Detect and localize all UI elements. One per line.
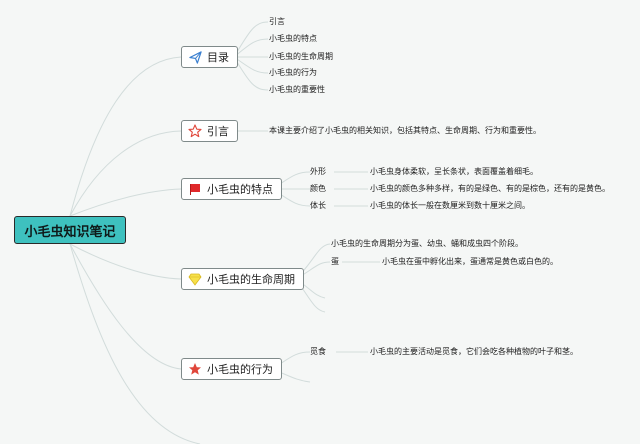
toc-item[interactable]: 引言 <box>269 17 285 26</box>
behavior-value[interactable]: 小毛虫的主要活动是觅食，它们会吃各种植物的叶子和茎。 <box>370 347 578 356</box>
paper-plane-icon <box>188 50 202 64</box>
topic-lifecycle[interactable]: 小毛虫的生命周期 <box>181 268 304 290</box>
lifecycle-key[interactable]: 蛋 <box>331 257 339 266</box>
lifecycle-value[interactable]: 小毛虫在蛋中孵化出来，蛋通常是黄色或白色的。 <box>382 257 558 266</box>
feature-value[interactable]: 小毛虫身体柔软，呈长条状，表面覆盖着细毛。 <box>370 167 538 176</box>
behavior-key[interactable]: 觅食 <box>310 347 326 356</box>
root-topic[interactable]: 小毛虫知识笔记 <box>14 216 126 244</box>
toc-item[interactable]: 小毛虫的生命周期 <box>269 52 333 61</box>
topic-toc-label: 目录 <box>207 51 229 64</box>
red-flag-icon <box>188 182 202 196</box>
feature-value[interactable]: 小毛虫的颜色多种多样，有的是绿色、有的是棕色，还有的是黄色。 <box>370 184 610 193</box>
topic-behavior[interactable]: 小毛虫的行为 <box>181 358 282 380</box>
red-star-icon <box>188 362 202 376</box>
topic-intro-label: 引言 <box>207 125 229 138</box>
toc-item[interactable]: 小毛虫的行为 <box>269 68 317 77</box>
feature-key[interactable]: 颜色 <box>310 184 326 193</box>
yellow-gem-icon <box>188 272 202 286</box>
toc-item[interactable]: 小毛虫的特点 <box>269 34 317 43</box>
topic-lifecycle-label: 小毛虫的生命周期 <box>207 273 295 286</box>
topic-toc[interactable]: 目录 <box>181 46 238 68</box>
star-outline-icon <box>188 124 202 138</box>
feature-value[interactable]: 小毛虫的体长一般在数厘米到数十厘米之间。 <box>370 201 530 210</box>
intro-text[interactable]: 本课主要介绍了小毛虫的相关知识，包括其特点、生命周期、行为和重要性。 <box>269 126 541 135</box>
feature-key[interactable]: 体长 <box>310 201 326 210</box>
toc-item[interactable]: 小毛虫的重要性 <box>269 85 325 94</box>
lifecycle-summary[interactable]: 小毛虫的生命周期分为蛋、幼虫、蛹和成虫四个阶段。 <box>331 239 523 248</box>
topic-intro[interactable]: 引言 <box>181 120 238 142</box>
feature-key[interactable]: 外形 <box>310 167 326 176</box>
root-title: 小毛虫知识笔记 <box>24 224 116 240</box>
topic-features[interactable]: 小毛虫的特点 <box>181 178 282 200</box>
topic-behavior-label: 小毛虫的行为 <box>207 363 273 376</box>
topic-features-label: 小毛虫的特点 <box>207 183 273 196</box>
